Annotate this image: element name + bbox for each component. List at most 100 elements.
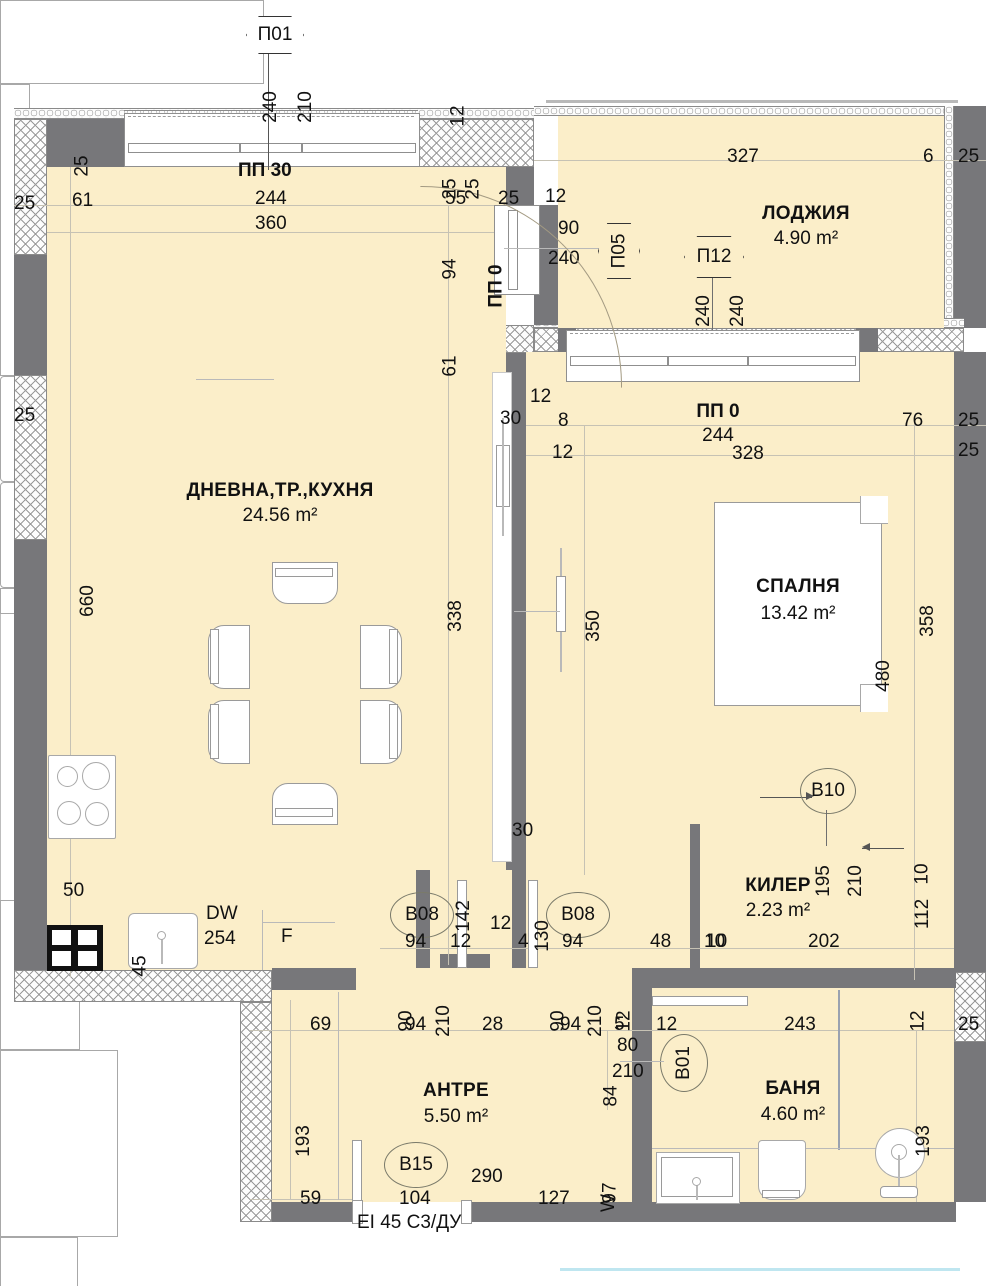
dim-10-b: 10 xyxy=(911,863,933,885)
room-area-bath: 4.60 m² xyxy=(760,1104,826,1125)
tag-b01: B01 xyxy=(660,1034,708,1092)
bed-corner-tl xyxy=(860,496,888,524)
dim-94-mid: 94 xyxy=(439,258,461,280)
sofa-back-top xyxy=(0,0,264,84)
dim-10-pantry: 10 xyxy=(704,931,726,952)
dim-45-sink: 45 xyxy=(129,955,151,977)
dim-358: 358 xyxy=(916,605,938,637)
dim-10: 10 xyxy=(706,931,728,952)
window-p01-frame xyxy=(124,113,420,167)
shower-riser xyxy=(898,1155,900,1197)
dim-12-top-mid: 12 xyxy=(447,105,469,127)
tag-b08-left: B08 xyxy=(390,892,454,938)
wall-hatch-bottom-left-vert xyxy=(240,1002,272,1222)
wall-solid-left-a xyxy=(14,255,47,375)
wall-solid-hall-top-strip xyxy=(272,968,356,990)
pantry-arrow-head-2 xyxy=(862,843,870,851)
room-label-loggia: ЛОДЖИЯ xyxy=(762,203,850,224)
room-area-hall: 5.50 m² xyxy=(423,1106,489,1127)
dim-193-hall: 193 xyxy=(292,1125,314,1157)
dim-p01-width: 210 xyxy=(294,91,316,123)
dining-chair-right-lower-back xyxy=(389,704,398,759)
dim-25-top-left: 25 xyxy=(71,155,93,177)
wall-solid-loggia-right xyxy=(954,106,986,328)
dim-243: 243 xyxy=(784,1014,816,1035)
dim-line-v-290 xyxy=(290,1000,291,1200)
wardrobe-rod-upper xyxy=(502,418,504,536)
wall-insulation-top-mid xyxy=(418,108,534,119)
dim-pp30-360: 360 xyxy=(255,213,287,234)
dim-28: 28 xyxy=(482,1014,504,1035)
dim-50: 50 xyxy=(63,880,85,901)
dim-104: 104 xyxy=(399,1188,431,1209)
room-area-bedroom: 13.42 m² xyxy=(760,603,836,624)
dim-30-top: 30 xyxy=(500,408,522,429)
wall-insulation-loggia-top xyxy=(534,106,964,116)
dim-12-mid: 12 xyxy=(545,186,567,207)
room-label-pantry: КИЛЕР xyxy=(745,875,811,896)
wall-solid-left-b xyxy=(14,540,47,970)
window-bedroom-sash-b xyxy=(668,356,748,366)
dim-6: 6 xyxy=(923,146,934,167)
tag-p12: П12 xyxy=(684,236,744,278)
label-fridge: F xyxy=(281,926,293,947)
tag-p12-label: П12 xyxy=(696,246,732,267)
wall-hatch-bottom-left xyxy=(14,970,272,1002)
room-area-loggia: 4.90 m² xyxy=(773,228,839,249)
room-area-living: 24.56 m² xyxy=(242,505,318,526)
dim-350: 350 xyxy=(582,610,604,642)
wall-solid-bath-left-fg xyxy=(632,988,652,1202)
dining-chair-right-upper-back xyxy=(389,629,398,684)
dim-12-door-a: 12 xyxy=(450,931,472,952)
dim-line-v-916 xyxy=(916,1030,917,1202)
room-label-hall: АНТРЕ xyxy=(423,1080,489,1101)
dining-table xyxy=(0,1050,118,1237)
wall-hatch-right-lower xyxy=(954,972,986,1042)
tag-b10-leader xyxy=(826,810,827,846)
wall-solid-hall-bottom-right xyxy=(470,1200,956,1222)
tag-b15: B15 xyxy=(384,1142,448,1188)
label-pp0-left: ПП 0 xyxy=(485,264,507,308)
cooktop-burner-4 xyxy=(85,802,109,826)
tag-b08-right: B08 xyxy=(546,892,610,938)
pantry-arrow-line xyxy=(760,797,812,798)
door-leaf-b15 xyxy=(352,1140,362,1204)
window-p01-sash-a xyxy=(128,143,240,153)
door-leaf-b15-sill xyxy=(352,1200,363,1224)
dim-80: 80 xyxy=(617,1035,639,1056)
cooktop-burner-1 xyxy=(57,766,78,787)
dim-48: 48 xyxy=(650,931,672,952)
dim-8: 8 xyxy=(558,410,569,431)
room-label-bath: БАНЯ xyxy=(765,1078,821,1099)
dim-61-left: 61 xyxy=(72,190,94,211)
label-dishwasher: DW xyxy=(206,903,238,924)
label-entry-note: EI 45 C3/ДУ xyxy=(357,1212,462,1233)
room-label-bedroom: СПАЛНЯ xyxy=(756,576,840,597)
dim-12-wall-a: 12 xyxy=(530,386,552,407)
dim-328: 328 xyxy=(732,443,764,464)
dim-line-h-948 xyxy=(380,948,954,949)
dim-193-bath: 193 xyxy=(912,1125,934,1157)
dim-25-left-mid: 25 xyxy=(14,405,36,426)
dim-30-bottom: 30 xyxy=(512,820,534,841)
dim-4: 4 xyxy=(518,931,529,952)
dim-line-v-607 xyxy=(607,1030,608,1110)
label-pp30: ПП 30 xyxy=(238,160,292,181)
door-leaf-b01 xyxy=(652,996,748,1006)
door-leaf-b08-right xyxy=(528,880,538,968)
window-bedroom-terrace-dash xyxy=(570,333,854,334)
wall-hatch-left-mid xyxy=(14,375,47,540)
dim-142: 142 xyxy=(452,900,474,932)
wall-solid-right-bottom xyxy=(954,1042,986,1202)
wall-solid-hall-right-top xyxy=(632,968,652,992)
room-hall-fill xyxy=(272,968,632,1202)
room-loggia-fill xyxy=(558,116,944,328)
pantry-arrow-line-2 xyxy=(862,848,904,849)
dim-660: 660 xyxy=(76,585,98,617)
hall-closet-line xyxy=(338,992,339,1200)
dim-line-v-448 xyxy=(448,205,449,965)
cooktop-burner-3 xyxy=(57,801,81,825)
tag-b15-label: B15 xyxy=(399,1154,433,1175)
dim-dishwasher: 254 xyxy=(204,928,236,949)
dim-25-right-bottom: 25 xyxy=(958,1014,980,1035)
